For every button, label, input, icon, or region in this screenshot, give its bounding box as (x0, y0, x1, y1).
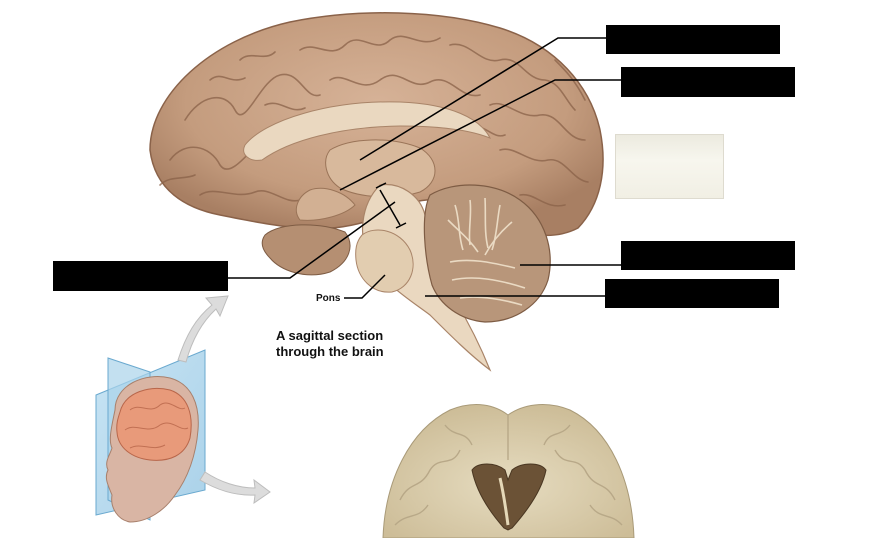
orientation-arrows (177, 295, 271, 505)
pons-leader (344, 274, 386, 299)
caption-line-2: through the brain (276, 344, 384, 359)
pons-label: Pons (316, 293, 341, 304)
leader-line-4 (228, 201, 396, 279)
coronal-section (382, 404, 635, 538)
caption-line-1: A sagittal section (276, 328, 384, 343)
lateral-ventricles (471, 463, 547, 531)
hidden-label-box-4[interactable] (621, 241, 795, 270)
corpus-callosum (243, 101, 492, 161)
sagittal-brain (149, 12, 621, 372)
pons (355, 229, 414, 293)
hidden-label-box-1[interactable] (606, 25, 780, 54)
leader-line-1 (359, 37, 606, 161)
head-brain (116, 387, 192, 461)
orientation-head (95, 349, 206, 523)
hypothalamus-region (295, 187, 356, 221)
hidden-label-box-3[interactable] (53, 261, 228, 291)
blank-label-slot[interactable] (615, 134, 724, 199)
figure-caption: A sagittal section through the brain (276, 328, 436, 360)
hidden-label-box-5[interactable] (605, 279, 779, 308)
cerebellum (423, 184, 551, 323)
leader-lines (228, 37, 621, 299)
arrow-up-icon (177, 295, 229, 363)
arrow-right-icon (199, 471, 271, 505)
leader-line-2 (339, 79, 621, 191)
midbrain-bracket (379, 189, 401, 226)
temporal-lobe (261, 224, 351, 276)
hidden-label-box-2[interactable] (621, 67, 795, 97)
